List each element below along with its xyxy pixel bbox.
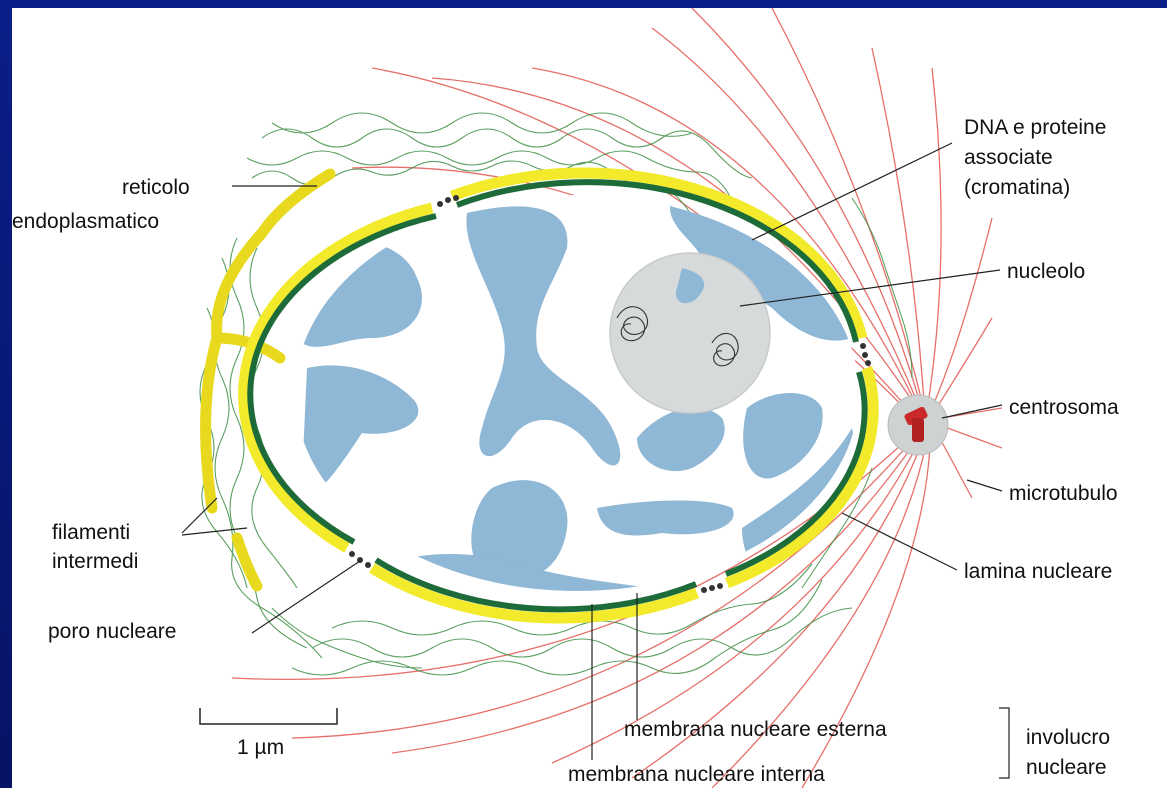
label-poro: poro nucleare <box>48 620 176 643</box>
label-filamenti-line2: intermedi <box>52 550 138 573</box>
label-nucleolo: nucleolo <box>1007 260 1085 283</box>
label-filamenti-line1: filamenti <box>52 521 130 544</box>
label-dna-line1: DNA e proteine <box>964 116 1106 139</box>
label-lamina: lamina nucleare <box>964 560 1112 583</box>
label-centrosoma: centrosoma <box>1009 396 1119 419</box>
label-reticolo-line1: reticolo <box>122 176 190 199</box>
centrosome-icon <box>888 395 948 455</box>
label-reticolo-line2: endoplasmatico <box>12 210 159 233</box>
label-membrana-esterna: membrana nucleare esterna <box>624 718 887 741</box>
nucleolus <box>610 253 770 413</box>
label-dna-line2: associate <box>964 146 1053 169</box>
label-scale: 1 µm <box>237 736 284 759</box>
nucleus-diagram: DNA e proteine associate (cromatina) ret… <box>12 8 1167 788</box>
diagram-panel: DNA e proteine associate (cromatina) ret… <box>12 8 1167 788</box>
label-dna-line3: (cromatina) <box>964 176 1070 199</box>
label-membrana-interna: membrana nucleare interna <box>568 763 825 786</box>
label-involucro-line1: involucro <box>1026 726 1110 749</box>
scale-bar <box>200 708 337 724</box>
label-involucro-line2: nucleare <box>1026 756 1107 779</box>
label-microtubulo: microtubulo <box>1009 482 1118 505</box>
